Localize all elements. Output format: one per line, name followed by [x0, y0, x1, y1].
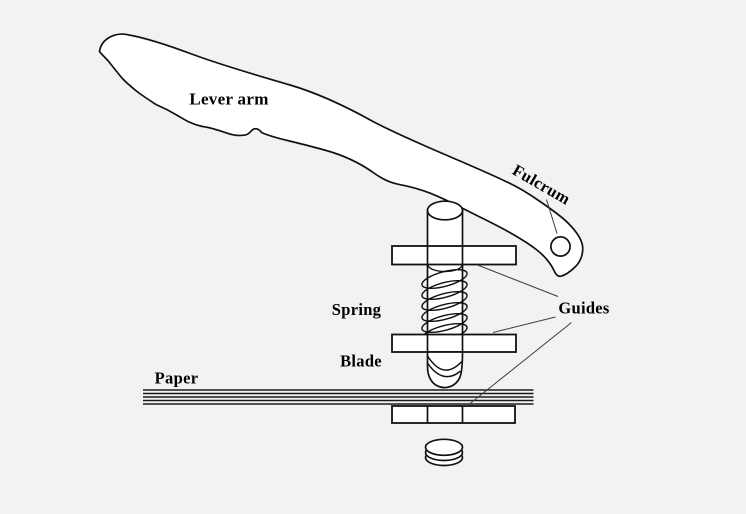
paper-label: Paper — [155, 369, 199, 388]
blade-label: Blade — [340, 352, 382, 371]
guides-leader-upper — [477, 264, 559, 297]
plunger-top-cap — [426, 200, 464, 221]
punched-chips — [424, 438, 464, 467]
guides-leader-base — [466, 322, 572, 407]
punched-chip — [424, 438, 464, 457]
plunger-shaft — [426, 200, 464, 352]
base-guide-block — [391, 405, 516, 424]
lower-guide-block — [391, 333, 517, 353]
lever-arm-shape — [98, 33, 584, 278]
paper-sheets — [143, 389, 534, 405]
blade-cut-face-edge — [426, 362, 461, 378]
spring-coil-turn — [421, 280, 468, 300]
guides-leader-lower — [492, 316, 556, 333]
upper-guide — [391, 245, 517, 266]
base-guide — [391, 405, 516, 424]
lever-arm-label: Lever arm — [189, 90, 268, 109]
spring-coil-turn — [421, 313, 468, 333]
lower-guide — [391, 333, 517, 353]
blade-cut-face-edge — [426, 355, 464, 371]
fulcrum-pivot-hole — [550, 236, 571, 257]
fulcrum-leader-line — [546, 199, 558, 234]
guides-label: Guides — [558, 299, 610, 318]
spring-label: Spring — [332, 300, 382, 319]
spring-coil-turn — [421, 302, 468, 322]
spring-coil-turn — [421, 291, 468, 311]
upper-guide-block — [391, 245, 517, 266]
spring-coil-turn — [421, 269, 468, 289]
blade-tip — [426, 351, 464, 389]
